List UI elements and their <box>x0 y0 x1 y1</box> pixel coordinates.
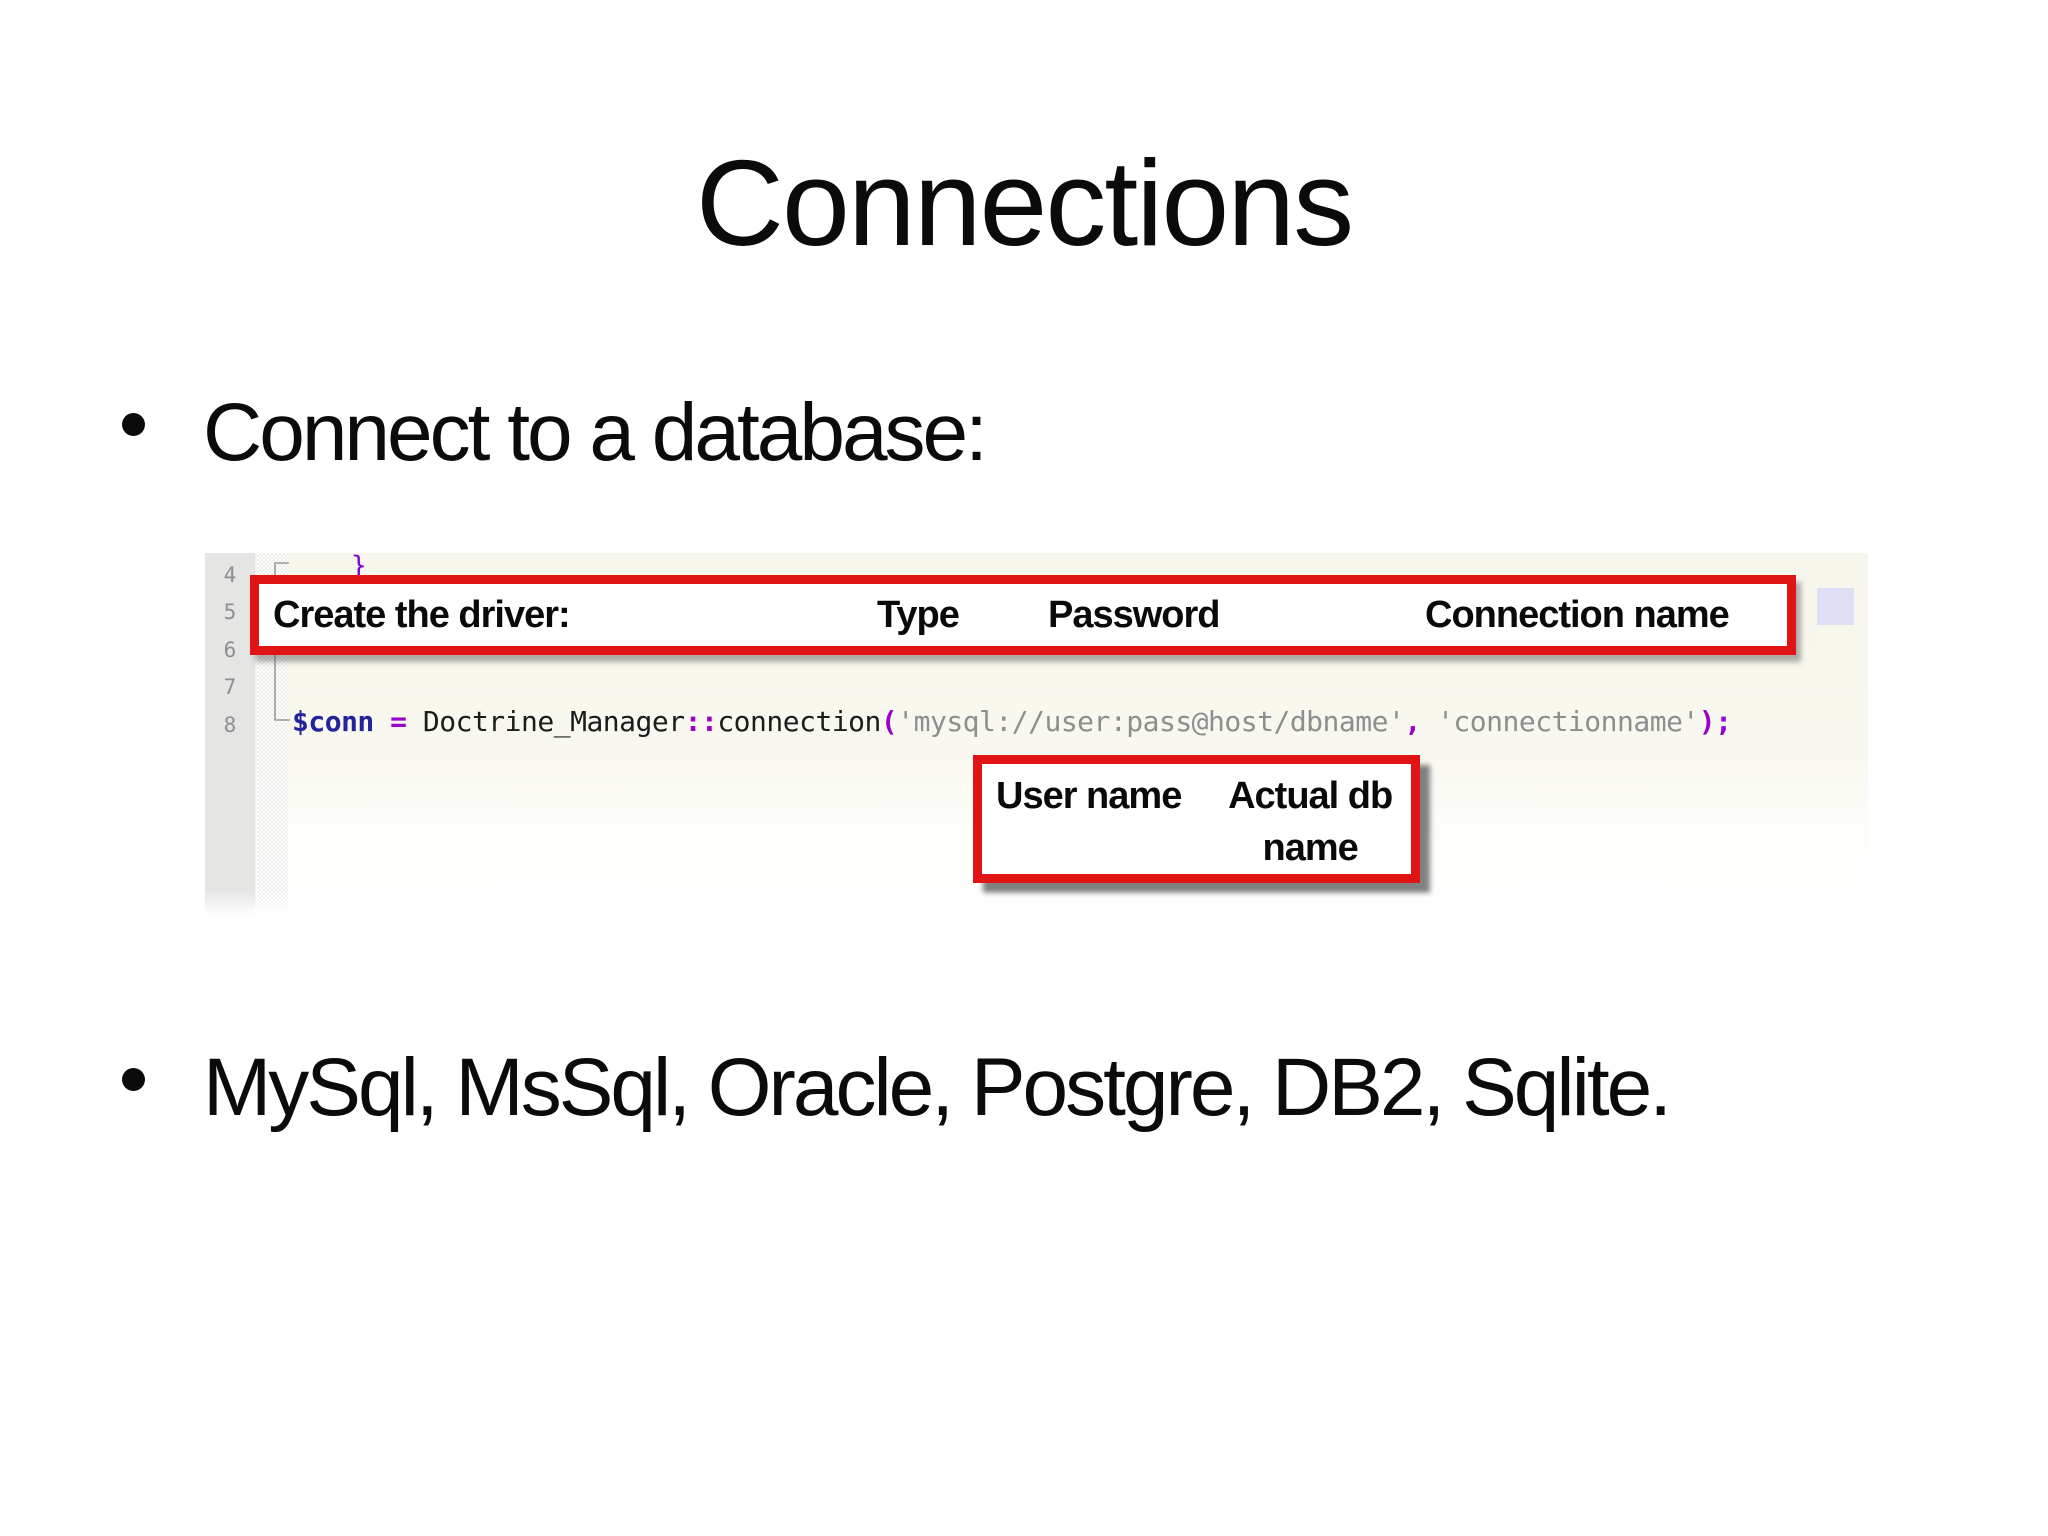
line-number-7: 7 <box>223 675 237 700</box>
code-assign-op: = <box>390 705 423 738</box>
code-variable: $conn <box>292 705 391 738</box>
bullet-text-databases: MySql, MsSql, Oracle, Postgre, DB2, Sqli… <box>203 1042 1672 1133</box>
bullet-text-connect: Connect to a database: <box>203 387 988 478</box>
page-title: Connections <box>695 135 1354 271</box>
code-line-8: $conn = Doctrine_Manager::connection('my… <box>292 703 1732 741</box>
editor-gutter: 4 5 6 7 8 <box>205 553 256 916</box>
code-dsn-string: 'mysql://user:pass@host/dbname' <box>897 705 1405 738</box>
bullet-icon <box>122 1068 145 1091</box>
connection-name-label: Connection name <box>1425 594 1730 636</box>
selection-highlight <box>1817 588 1854 625</box>
user-name-label: User name <box>996 775 1182 817</box>
code-comma: , <box>1404 705 1438 738</box>
annotation-box-driver: Create the driver: Type Password Connect… <box>250 575 1796 655</box>
password-label: Password <box>1048 594 1221 636</box>
code-editor-screenshot: 4 5 6 7 8 } $conn = Doctrine_Manager::co… <box>205 551 1868 920</box>
code-close-semicolon: ); <box>1698 705 1732 738</box>
code-open-paren: ( <box>880 705 898 738</box>
line-number-5: 5 <box>223 600 237 625</box>
driver-box-title: Create the driver: <box>273 594 571 636</box>
line-number-8: 8 <box>223 712 237 737</box>
code-class-name: Doctrine_Manager <box>422 705 685 738</box>
bullet-item-connect: Connect to a database: <box>122 386 988 480</box>
bullet-item-databases: MySql, MsSql, Oracle, Postgre, DB2, Sqli… <box>122 1041 1672 1135</box>
line-number-6: 6 <box>223 637 237 662</box>
type-label: Type <box>877 594 960 636</box>
actual-db-label: Actual db name <box>1228 775 1393 869</box>
annotation-box-params: User name Actual db name <box>973 755 1420 883</box>
code-name-string: 'connectionname' <box>1437 705 1699 738</box>
code-scope-op: :: <box>684 705 718 738</box>
line-number-4: 4 <box>223 563 237 587</box>
code-method-name: connection <box>717 705 881 738</box>
bullet-icon <box>122 413 145 436</box>
closing-brace-line4: } <box>351 551 367 581</box>
